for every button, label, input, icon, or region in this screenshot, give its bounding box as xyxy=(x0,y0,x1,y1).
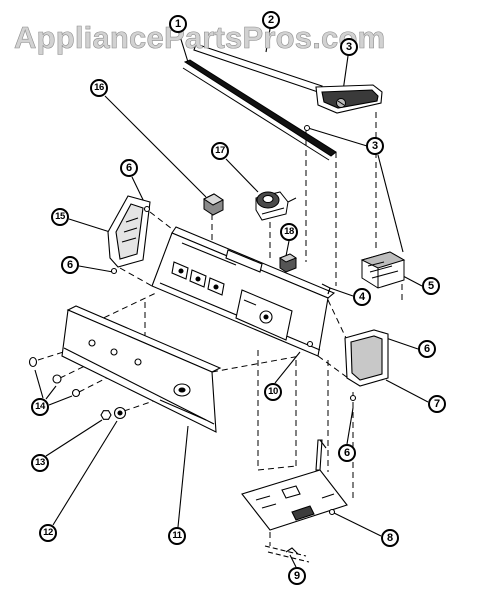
end-cap-right xyxy=(344,329,389,402)
callout-15: 15 xyxy=(51,208,69,226)
rail-bar xyxy=(182,59,337,161)
callout-16: 16 xyxy=(90,79,108,97)
relay-block xyxy=(278,253,298,273)
callout-2: 2 xyxy=(262,11,280,29)
callout-6-top-left: 6 xyxy=(120,159,138,177)
small-switch xyxy=(203,193,224,216)
hex-nut xyxy=(100,410,112,420)
callout-4: 4 xyxy=(353,288,371,306)
callout-3-lower: 3 xyxy=(366,137,384,155)
bracket xyxy=(241,439,348,531)
callout-9: 9 xyxy=(288,567,306,585)
callout-14: 14 xyxy=(31,398,49,416)
callout-10: 10 xyxy=(264,383,282,401)
callout-8: 8 xyxy=(381,529,399,547)
knobs xyxy=(28,356,81,398)
callout-6-bottom: 6 xyxy=(338,444,356,462)
dial-knob xyxy=(113,406,127,420)
control-panel xyxy=(61,305,222,433)
screw xyxy=(336,98,346,108)
switch-block xyxy=(360,251,406,289)
callout-7: 7 xyxy=(428,395,446,413)
callout-3: 3 xyxy=(340,38,358,56)
console-panel xyxy=(151,226,336,357)
callout-6-left: 6 xyxy=(61,256,79,274)
callout-5: 5 xyxy=(422,277,440,295)
cover-strip xyxy=(193,43,383,114)
leader-lines xyxy=(34,28,429,568)
wire-harness xyxy=(264,545,310,563)
callout-1: 1 xyxy=(169,15,187,33)
callout-18: 18 xyxy=(280,223,298,241)
callout-13: 13 xyxy=(31,454,49,472)
callout-17: 17 xyxy=(211,142,229,160)
watermark: AppliancePartsPros.com xyxy=(14,20,386,56)
end-cap-left xyxy=(107,195,151,275)
callout-11: 11 xyxy=(168,527,186,545)
callout-12: 12 xyxy=(39,524,57,542)
callout-6-right: 6 xyxy=(418,340,436,358)
clip xyxy=(321,283,331,295)
timer xyxy=(255,191,297,221)
